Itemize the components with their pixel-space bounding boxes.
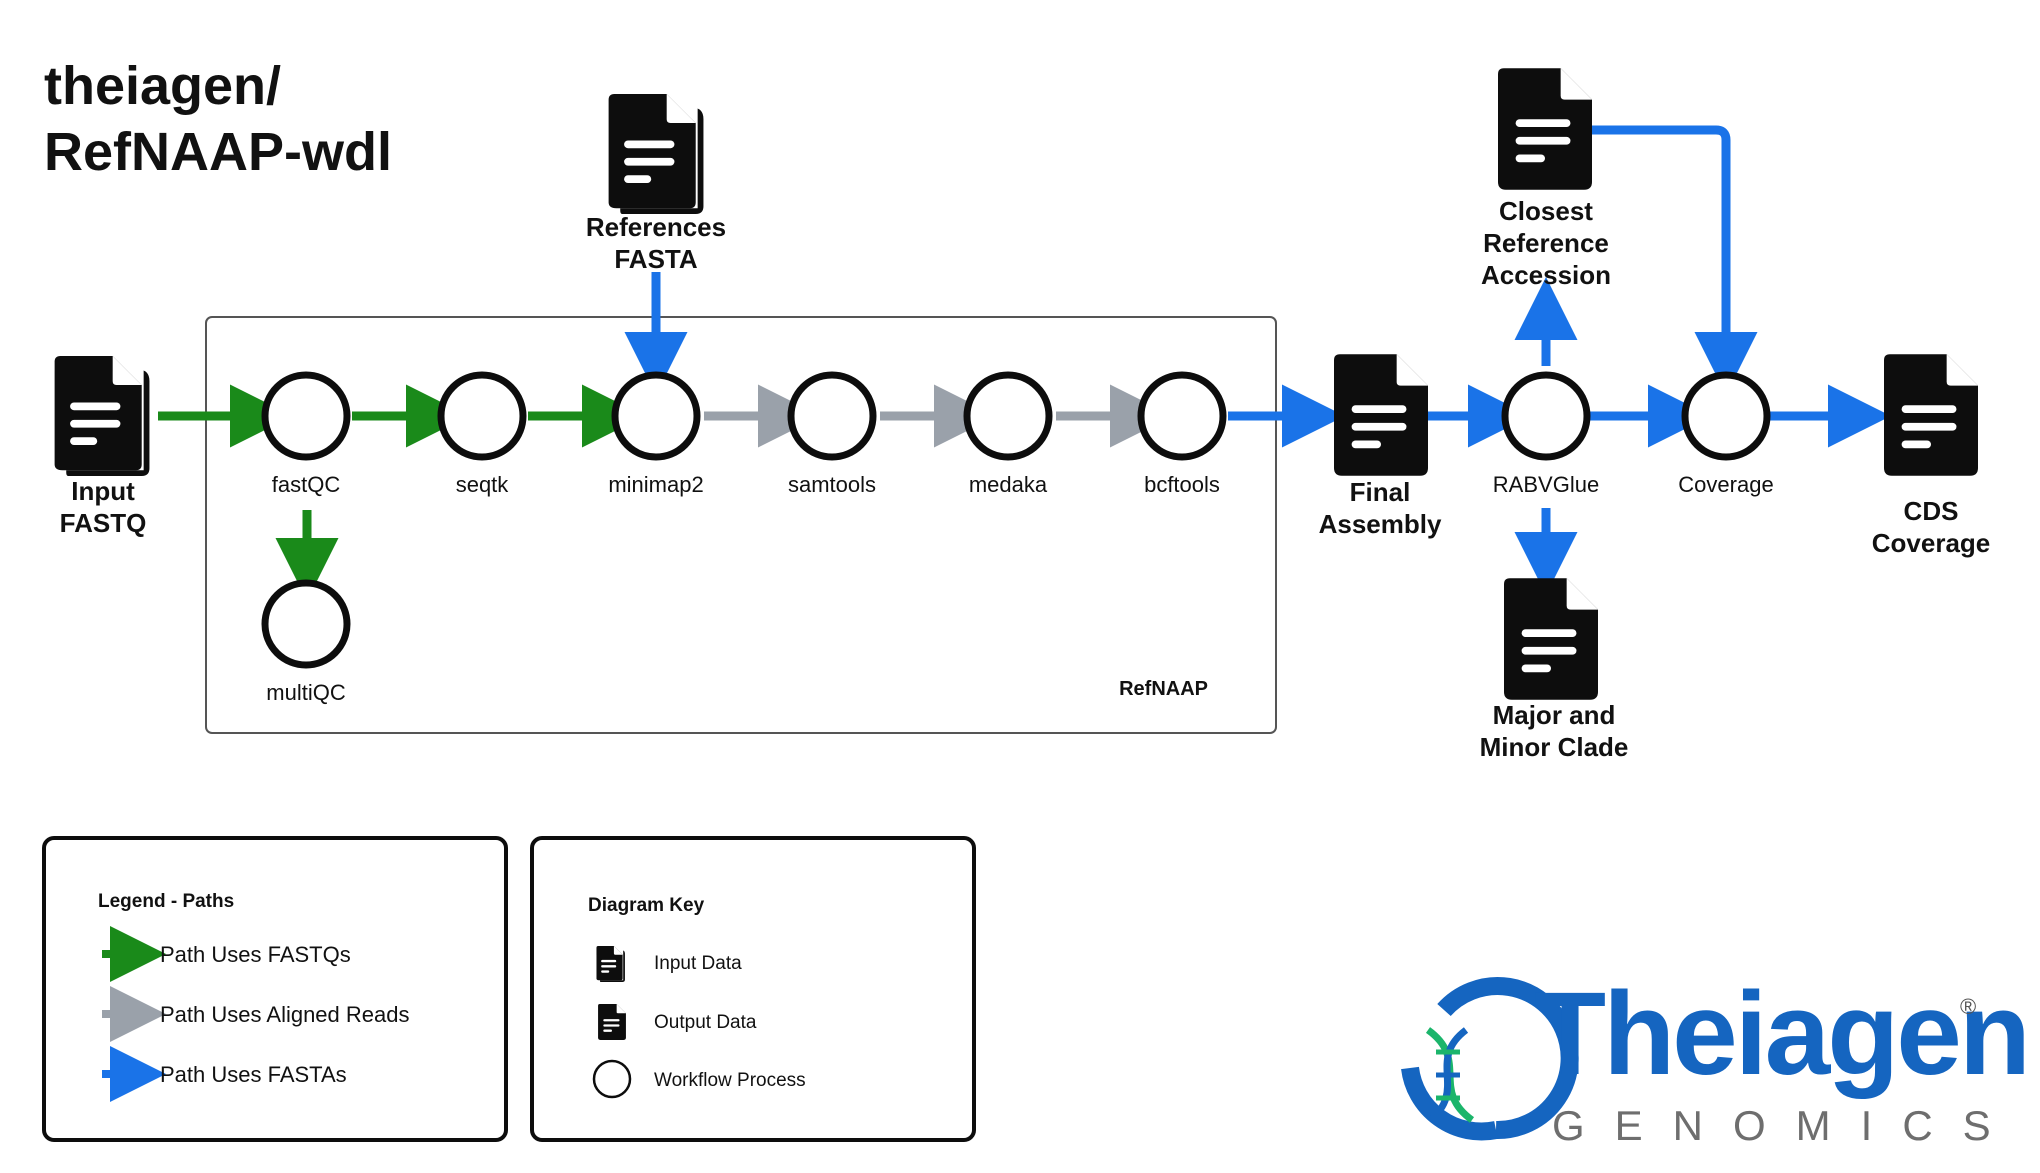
label-coverage: Coverage [1678,472,1773,497]
title-line-2: RefNAAP-wdl [44,122,392,182]
process-medaka [963,371,1053,461]
final-assembly-label-2: Assembly [1319,509,1442,539]
label-samtools: samtools [788,472,876,497]
label-medaka: medaka [969,472,1048,497]
workflow-processes [261,371,1771,669]
label-minimap2: minimap2 [608,472,703,497]
logo-wordmark: Theiagen [1534,968,2028,1100]
key-item-input: Input Data [654,953,742,974]
title-line-1: theiagen/ [44,56,281,116]
process-seqtk [437,371,527,461]
cds-coverage-label-2: Coverage [1872,528,1991,558]
label-multiqc: multiQC [266,680,346,705]
label-seqtk: seqtk [456,472,510,497]
input-fastq-label-2: FASTQ [60,508,147,538]
legend-item-fasta: Path Uses FASTAs [160,1062,347,1087]
output-data-icon [1334,354,1428,476]
output-data-icon [1498,68,1592,190]
diagram-key-title: Diagram Key [588,895,705,916]
closest-reference-label-1: Closest [1499,196,1593,226]
final-assembly-label-1: Final [1350,477,1411,507]
closest-reference-label-2: Reference [1483,228,1609,258]
legend-item-aligned: Path Uses Aligned Reads [160,1002,410,1027]
process-fastqc [261,371,351,461]
refnaap-group-box [205,316,1277,734]
process-samtools [787,371,877,461]
cds-coverage-label-1: CDS [1904,496,1959,526]
closest-reference-label-3: Accession [1481,260,1611,290]
process-rabvglue [1501,371,1591,461]
process-labels: fastQC seqtk minimap2 samtools medaka bc… [266,472,1773,705]
clade-label-2: Minor Clade [1480,732,1629,762]
legend-item-fastq: Path Uses FASTQs [160,942,351,967]
diagram-key-box [530,836,976,1142]
legend-paths-title: Legend - Paths [98,891,234,912]
input-data-icon [54,356,150,476]
output-data-icon [598,1004,626,1040]
references-fasta-label-1: References [586,212,726,242]
key-item-output: Output Data [654,1012,757,1033]
process-multiqc [261,579,351,669]
logo-registered-mark: ® [1960,994,1976,1019]
clade-label-1: Major and [1493,700,1616,730]
process-circle-icon [592,1059,632,1099]
process-bcftools [1137,371,1227,461]
refnaap-group-label: RefNAAP [1119,678,1208,700]
process-minimap2 [611,371,701,461]
legend-paths-box [42,836,508,1142]
arrow-closest-reference-to-coverage [1592,125,1758,395]
legend-paths: Legend - Paths Path Uses FASTQs Path Use… [42,836,508,1142]
fastq-path-arrows [158,384,645,601]
logo-ring-icon [1437,977,1579,1140]
fasta-path-arrows [624,125,1891,595]
process-coverage [1681,371,1771,461]
output-data-icon [1884,354,1978,476]
references-fasta-label-2: FASTA [614,244,698,274]
label-rabvglue: RABVGlue [1493,472,1599,497]
logo-genomics: GENOMICS [1552,1102,2021,1149]
theiagen-logo: Theiagen ® GENOMICS [1401,968,2031,1149]
input-fastq-label-1: Input [71,476,135,506]
label-fastqc: fastQC [272,472,341,497]
diagram-key: Diagram Key Input Data Output Data Workf… [530,836,976,1142]
key-item-process: Workflow Process [654,1070,806,1091]
label-bcftools: bcftools [1144,472,1220,497]
input-data-icon [608,94,704,214]
output-data-icon [1504,578,1598,700]
input-data-icon [596,946,625,982]
